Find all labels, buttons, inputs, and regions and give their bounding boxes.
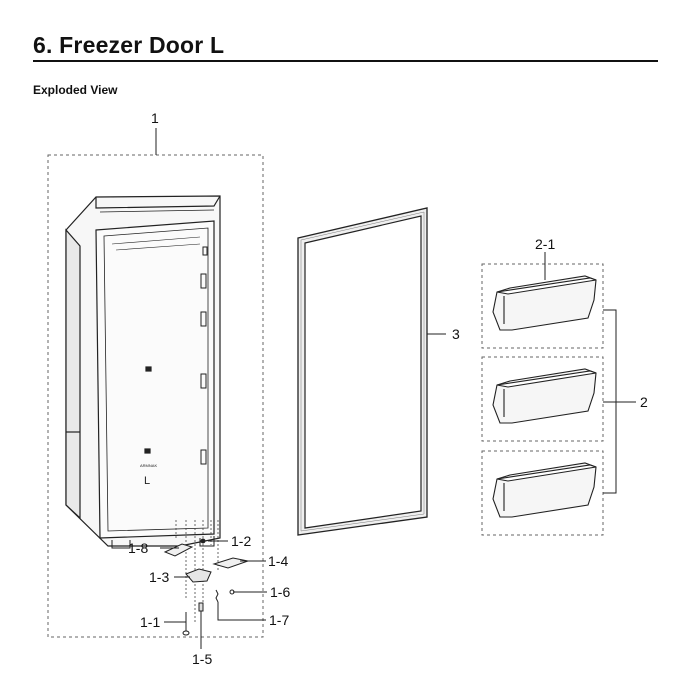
callout-hinge-bracket: 1-3: [149, 569, 169, 585]
plate-part: [212, 557, 250, 569]
door-bins-group: [481, 252, 636, 536]
callout-plate: 1-4: [268, 553, 288, 569]
assembly-guide-lines: [175, 520, 219, 622]
callout-bin-top: 2-1: [535, 236, 555, 252]
page-title: 6. Freezer Door L: [33, 32, 225, 58]
door-assembly-boundary: [47, 154, 264, 638]
callout-washer: 1-6: [270, 584, 290, 600]
door-side-mark: L: [144, 475, 150, 487]
bin-box-top: [481, 263, 604, 349]
freezer-door-panel: [65, 195, 221, 549]
hinge-bracket-part: [185, 568, 212, 583]
callout-screw: 1-1: [140, 614, 160, 630]
callout-door-assembly: 1: [151, 110, 159, 126]
door-bin-top: [492, 275, 597, 331]
door-gasket: [297, 207, 428, 536]
hinge-parts: [163, 538, 250, 636]
hinge-cover-part: [163, 543, 194, 557]
title-underline: [33, 60, 658, 62]
section-subtitle: Exploded View: [33, 83, 118, 97]
door-bin-bottom: [492, 462, 597, 518]
spring-part: [215, 589, 219, 603]
callout-bin-group: 2: [640, 394, 648, 410]
callout-gasket: 3: [452, 326, 460, 342]
door-brand-mark: ARMNAK: [140, 463, 157, 468]
bin-box-middle: [481, 356, 604, 442]
door-bin-middle: [492, 368, 597, 424]
callout-lower-pin: 1-5: [192, 651, 212, 667]
upper-pin-part: [200, 538, 206, 544]
callout-hinge-cover: 1-8: [128, 540, 148, 556]
callout-leaders: [155, 128, 267, 649]
callout-spring: 1-7: [269, 612, 289, 628]
callout-upper-pin: 1-2: [231, 533, 251, 549]
lower-pin-part: [198, 602, 204, 612]
